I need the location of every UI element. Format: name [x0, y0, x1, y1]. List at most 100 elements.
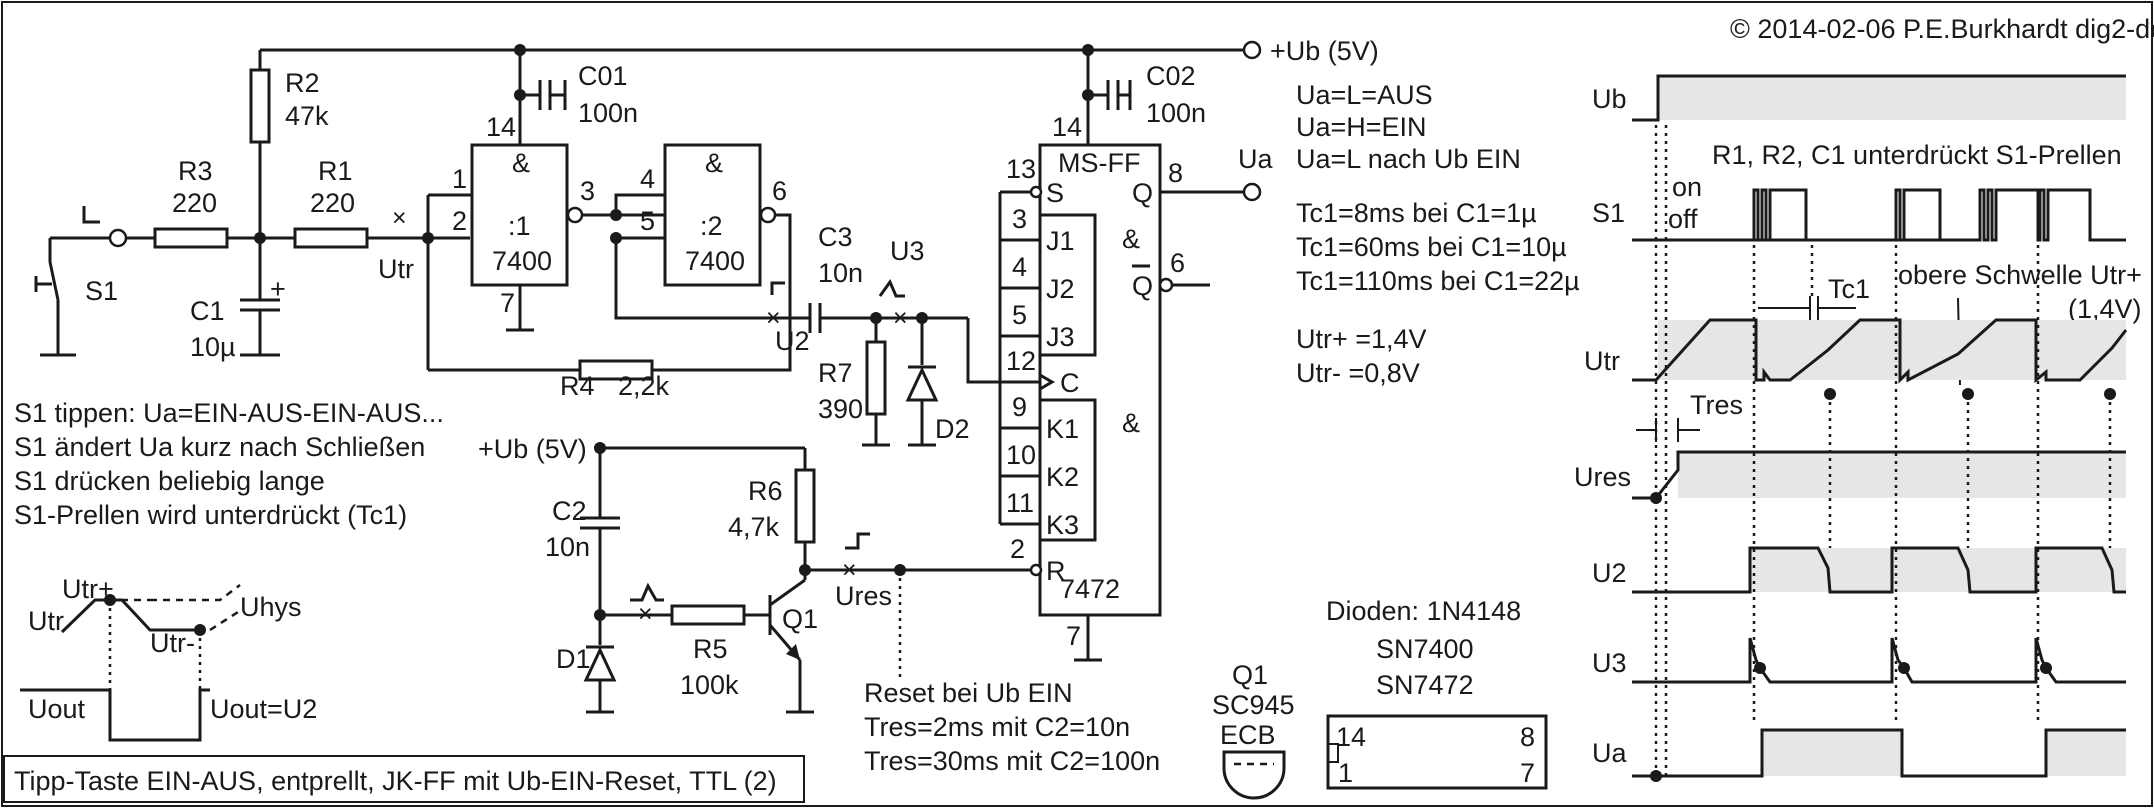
svg-text:Q: Q [1132, 271, 1153, 301]
svg-text:7: 7 [1066, 621, 1081, 651]
notes-right: Ua=L=AUS Ua=H=EIN Ua=L nach Ub EIN Tc1=8… [1296, 80, 1580, 388]
svg-text:J2: J2 [1046, 274, 1075, 304]
svg-text:Ua: Ua [1592, 738, 1627, 768]
svg-text:14: 14 [1336, 722, 1366, 752]
svg-text:C01: C01 [578, 61, 628, 91]
svg-text:SN7472: SN7472 [1376, 670, 1474, 700]
d2-diode [905, 366, 939, 402]
svg-text:Ub: Ub [1592, 84, 1627, 114]
svg-text:J1: J1 [1046, 226, 1075, 256]
svg-text:R3: R3 [178, 156, 213, 186]
svg-text:2: 2 [1010, 534, 1025, 564]
svg-text:+Ub (5V): +Ub (5V) [478, 434, 587, 464]
r6-resistor [794, 468, 816, 544]
svg-text:S1 ändert Ua kurz nach Schließ: S1 ändert Ua kurz nach Schließen [14, 432, 425, 462]
svg-text:S1: S1 [85, 276, 118, 306]
svg-text:7: 7 [500, 288, 515, 318]
svg-text:47k: 47k [285, 101, 329, 131]
svg-text:R: R [1046, 556, 1066, 586]
svg-text:220: 220 [172, 188, 217, 218]
svg-text:100k: 100k [680, 670, 739, 700]
svg-text:C1: C1 [190, 296, 225, 326]
svg-text:U2: U2 [775, 326, 810, 356]
svg-text:K1: K1 [1046, 414, 1079, 444]
svg-text:Q1: Q1 [782, 604, 818, 634]
svg-text:4: 4 [640, 164, 655, 194]
svg-text:R1: R1 [318, 156, 353, 186]
svg-text:10n: 10n [545, 532, 590, 562]
svg-text:R7: R7 [818, 358, 853, 388]
svg-text:Tc1=8ms bei C1=1µ: Tc1=8ms bei C1=1µ [1296, 198, 1537, 228]
svg-text:7: 7 [1520, 758, 1535, 788]
supply-label: +Ub (5V) [1270, 36, 1379, 66]
svg-text:5: 5 [640, 206, 655, 236]
svg-text:C: C [1060, 368, 1080, 398]
svg-text:13: 13 [1006, 154, 1036, 184]
svg-text:Reset bei Ub EIN: Reset bei Ub EIN [864, 678, 1073, 708]
svg-text:S1-Prellen wird unterdrückt (T: S1-Prellen wird unterdrückt (Tc1) [14, 500, 407, 530]
svg-text:C3: C3 [818, 222, 853, 252]
hysteresis-diagram: Utr Utr+ Utr- Uhys Uout Uout=U2 [20, 574, 317, 742]
svg-text:Tc1: Tc1 [1828, 274, 1870, 304]
svg-text:MS-FF: MS-FF [1058, 148, 1140, 178]
svg-text:Q: Q [1132, 178, 1153, 208]
svg-text:C2: C2 [552, 496, 587, 526]
svg-text:Tc1=110ms bei C1=22µ: Tc1=110ms bei C1=22µ [1296, 266, 1580, 296]
svg-text:Utr- =0,8V: Utr- =0,8V [1296, 358, 1420, 388]
svg-text:×: × [392, 204, 407, 232]
svg-text:&: & [1122, 408, 1140, 438]
svg-text:Uout=U2: Uout=U2 [210, 694, 317, 724]
svg-text:9: 9 [1012, 392, 1027, 422]
svg-text:1: 1 [1338, 758, 1353, 788]
svg-text:390: 390 [818, 394, 863, 424]
svg-text:ECB: ECB [1220, 720, 1276, 750]
svg-text:SN7400: SN7400 [1376, 634, 1474, 664]
svg-text:R6: R6 [748, 476, 783, 506]
svg-text:Uout: Uout [28, 694, 86, 724]
svg-text:Q1: Q1 [1232, 660, 1268, 690]
svg-text:6: 6 [1170, 248, 1185, 278]
svg-text:&: & [1122, 224, 1140, 254]
svg-text:on: on [1672, 172, 1702, 202]
svg-text:4: 4 [1012, 252, 1027, 282]
svg-text:off: off [1668, 204, 1698, 234]
svg-text:1: 1 [452, 164, 467, 194]
svg-text:4,7k: 4,7k [728, 512, 780, 542]
svg-text:6: 6 [772, 176, 787, 206]
package-info: Dioden: 1N4148 SN7400 SN7472 14 8 1 7 Q1… [1212, 596, 1548, 800]
svg-text:Ua=L=AUS: Ua=L=AUS [1296, 80, 1433, 110]
svg-text::2: :2 [700, 211, 723, 241]
timing-diagram: Ub S1 Utr Ures U2 U3 Ua R1, R2, C1 unter… [1574, 74, 2142, 782]
reset-notes: Reset bei Ub EIN Tres=2ms mit C2=10n Tre… [864, 678, 1160, 776]
svg-text:12: 12 [1006, 346, 1036, 376]
svg-text:D1: D1 [556, 644, 591, 674]
svg-text:Tres: Tres [1690, 390, 1743, 420]
svg-text:S1 drücken beliebig lange: S1 drücken beliebig lange [14, 466, 325, 496]
svg-text:10µ: 10µ [190, 332, 236, 362]
svg-text:7400: 7400 [685, 246, 745, 276]
r7-resistor [865, 340, 887, 416]
supply-terminal [1242, 40, 1262, 60]
svg-text:Utr+: Utr+ [62, 574, 114, 604]
svg-text:7472: 7472 [1060, 574, 1120, 604]
r1-resistor [293, 227, 369, 249]
svg-text:100n: 100n [1146, 98, 1206, 128]
svg-text:220: 220 [310, 188, 355, 218]
r5-resistor [670, 604, 746, 626]
svg-text:S: S [1046, 178, 1064, 208]
svg-text:Tres=30ms mit C2=100n: Tres=30ms mit C2=100n [864, 746, 1160, 776]
svg-text:Ures: Ures [835, 581, 892, 611]
svg-text:10n: 10n [818, 258, 863, 288]
svg-text:Ua: Ua [1238, 144, 1273, 174]
svg-text:S1 tippen: Ua=EIN-AUS-EIN-AUS.: S1 tippen: Ua=EIN-AUS-EIN-AUS... [14, 398, 444, 428]
svg-text:3: 3 [580, 176, 595, 206]
svg-text:K3: K3 [1046, 510, 1079, 540]
svg-text:100n: 100n [578, 98, 638, 128]
svg-text:Tres=2ms mit C2=10n: Tres=2ms mit C2=10n [864, 712, 1130, 742]
svg-text:obere Schwelle Utr+: obere Schwelle Utr+ [1898, 260, 2142, 290]
svg-text:U2: U2 [1592, 558, 1627, 588]
svg-text:Utr+ =1,4V: Utr+ =1,4V [1296, 324, 1427, 354]
notes-left: S1 tippen: Ua=EIN-AUS-EIN-AUS... S1 ände… [14, 398, 444, 530]
